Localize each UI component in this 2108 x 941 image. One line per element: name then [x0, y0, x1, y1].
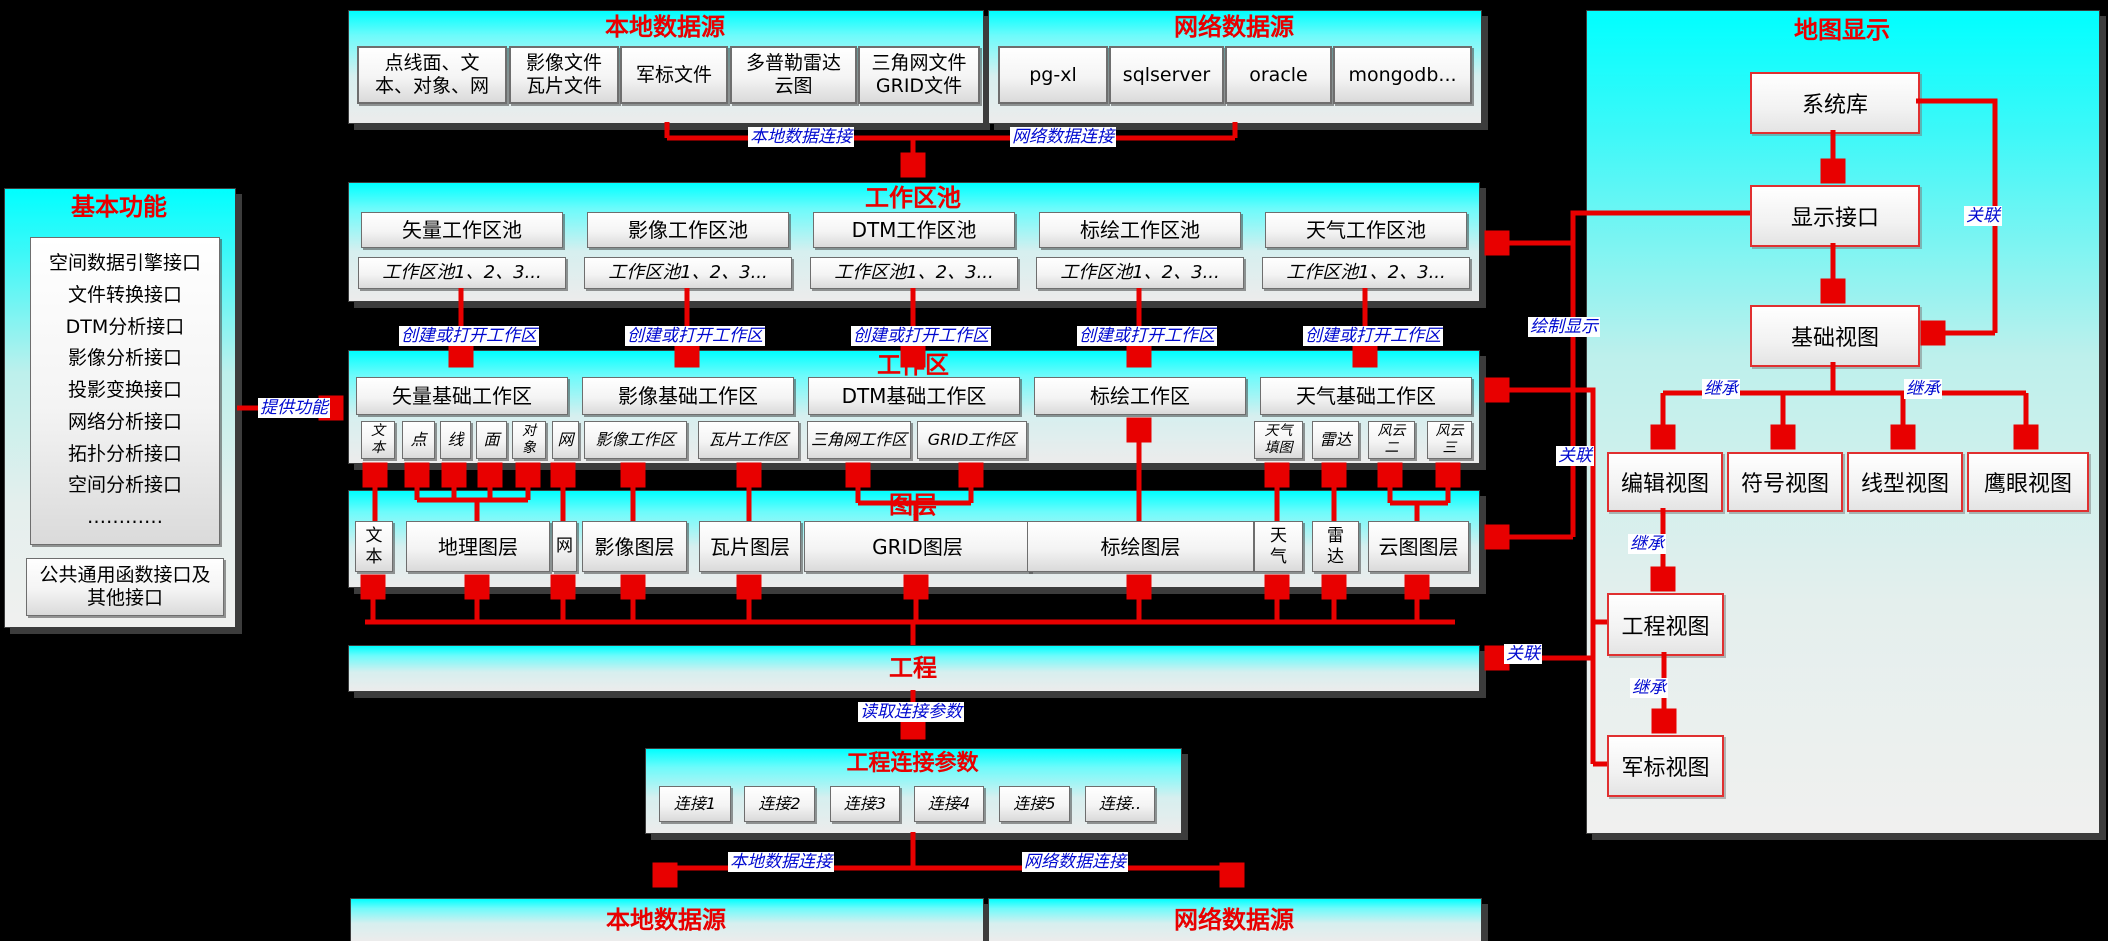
workspace-sub-box: 影像工作区: [584, 421, 687, 459]
bottom-local-bar: [350, 898, 984, 941]
project-title: 工程: [889, 654, 937, 682]
connection-box: 连接3: [830, 786, 900, 822]
pool-type-box: 矢量工作区池: [361, 212, 563, 248]
layer-box: 云图图层: [1368, 521, 1469, 572]
connection-box: 连接2: [744, 786, 815, 822]
workspace-main-box: 标绘工作区: [1034, 377, 1246, 415]
label-local-conn-bottom: 本地数据连接: [728, 852, 834, 872]
workspace-sub-box: 网: [552, 421, 579, 459]
network-source-box: sqlserver: [1109, 46, 1224, 104]
network-source-box: mongodb...: [1333, 46, 1472, 104]
label-create-open: 创建或打开工作区: [1077, 326, 1217, 346]
pool-type-box: 标绘工作区池: [1039, 212, 1241, 248]
workspace-main-box: 矢量基础工作区: [356, 377, 568, 415]
workspace-sub-box: 对 象: [512, 421, 546, 459]
layer-box: 雷 达: [1312, 521, 1359, 572]
local-source-box: 三角网文件 GRID文件: [858, 46, 980, 104]
workspace-sub-box: 面: [476, 421, 507, 459]
pool-instances-box: 工作区池1、2、3...: [584, 257, 792, 289]
bottom-network-title: 网络数据源: [1174, 906, 1294, 934]
local-datasource-title: 本地数据源: [605, 13, 725, 41]
system-lib-box: 系统库: [1750, 72, 1920, 134]
workspace-sub-box: 天气 填图: [1254, 421, 1303, 459]
workspace-sub-box: 瓦片工作区: [698, 421, 799, 459]
label-net-conn-top: 网络数据连接: [1010, 127, 1116, 147]
eagle-view-box: 鹰眼视图: [1967, 452, 2089, 512]
display-interface-box: 显示接口: [1750, 185, 1920, 247]
connection-box: 连接..: [1085, 786, 1155, 822]
label-create-open: 创建或打开工作区: [625, 326, 765, 346]
local-source-box: 点线面、文 本、对象、网: [357, 46, 507, 104]
workspace-main-box: 天气基础工作区: [1260, 377, 1472, 415]
label-inherit: 继承: [1628, 534, 1666, 554]
project-view-box: 工程视图: [1607, 593, 1724, 656]
label-create-open: 创建或打开工作区: [1303, 326, 1443, 346]
layers-title: 图层: [889, 491, 937, 519]
basic-functions-title: 基本功能: [71, 193, 167, 221]
layer-box: 瓦片图层: [699, 521, 801, 572]
label-provide-function: 提供功能: [258, 398, 330, 418]
interface-list-box: 空间数据引擎接口 文件转换接口 DTM分析接口 影像分析接口 投影变换接口 网络…: [30, 237, 220, 545]
pool-instances-box: 工作区池1、2、3...: [810, 257, 1018, 289]
map-display-title: 地图显示: [1794, 16, 1890, 44]
connection-box: 连接1: [659, 786, 731, 822]
layer-box: 文 本: [355, 521, 393, 572]
label-inherit: 继承: [1702, 379, 1740, 399]
local-source-box: 多普勒雷达 云图: [730, 46, 857, 104]
label-assoc-syslib: 关联: [1964, 206, 2002, 226]
pool-type-box: 天气工作区池: [1265, 212, 1467, 248]
edit-view-box: 编辑视图: [1607, 452, 1723, 512]
pool-type-box: DTM工作区池: [813, 212, 1015, 248]
label-create-open: 创建或打开工作区: [399, 326, 539, 346]
label-local-conn-top: 本地数据连接: [748, 127, 854, 147]
label-inherit: 继承: [1630, 678, 1668, 698]
network-datasource-title: 网络数据源: [1174, 13, 1294, 41]
network-source-box: pg-xl: [998, 46, 1108, 104]
label-assoc-views: 关联: [1556, 446, 1594, 466]
workspace-sub-box: 雷达: [1312, 421, 1359, 459]
local-source-box: 军标文件: [620, 46, 728, 104]
layer-box: 标绘图层: [1027, 521, 1254, 572]
symbol-view-box: 符号视图: [1727, 452, 1843, 512]
label-create-open: 创建或打开工作区: [851, 326, 991, 346]
bottom-network-bar: [988, 898, 1482, 941]
layer-box: 影像图层: [582, 521, 687, 572]
local-source-box: 影像文件 瓦片文件: [509, 46, 619, 104]
pool-instances-box: 工作区池1、2、3...: [358, 257, 566, 289]
connection-box: 连接4: [914, 786, 984, 822]
label-read-params: 读取连接参数: [858, 702, 964, 722]
workspace-main-box: 影像基础工作区: [582, 377, 794, 415]
workspaces-title: 工作区: [877, 351, 949, 379]
base-view-box: 基础视图: [1750, 305, 1920, 367]
bottom-local-title: 本地数据源: [606, 906, 726, 934]
connection-box: 连接5: [999, 786, 1070, 822]
workspace-sub-box: 点: [402, 421, 435, 459]
label-assoc-project: 关联: [1504, 644, 1542, 664]
pool-instances-box: 工作区池1、2、3...: [1262, 257, 1470, 289]
label-inherit: 继承: [1904, 379, 1942, 399]
layer-box: 天 气: [1254, 521, 1303, 572]
workspace-sub-box: 文 本: [361, 421, 395, 459]
workspace-sub-box: 三角网工作区: [807, 421, 911, 459]
workspace-sub-box: 线: [440, 421, 471, 459]
line-view-box: 线型视图: [1847, 452, 1963, 512]
workspace-sub-box: GRID工作区: [917, 421, 1027, 459]
pool-instances-box: 工作区池1、2、3...: [1036, 257, 1244, 289]
pool-type-box: 影像工作区池: [587, 212, 789, 248]
layer-box: GRID图层: [804, 521, 1031, 572]
layer-box: 网: [552, 521, 577, 572]
project-params-title: 工程连接参数: [846, 751, 979, 776]
label-net-conn-bottom: 网络数据连接: [1022, 852, 1128, 872]
workspace-sub-box: 风云 二: [1368, 421, 1415, 459]
workspace-sub-box: 风云 三: [1427, 421, 1472, 459]
military-view-box: 军标视图: [1607, 735, 1724, 797]
network-source-box: oracle: [1225, 46, 1332, 104]
common-interface-box: 公共通用函数接口及 其他接口: [26, 558, 224, 616]
layer-box: 地理图层: [406, 521, 550, 572]
pools-title: 工作区池: [865, 184, 961, 212]
workspace-main-box: DTM基础工作区: [808, 377, 1020, 415]
label-draw-display: 绘制显示: [1528, 317, 1600, 337]
